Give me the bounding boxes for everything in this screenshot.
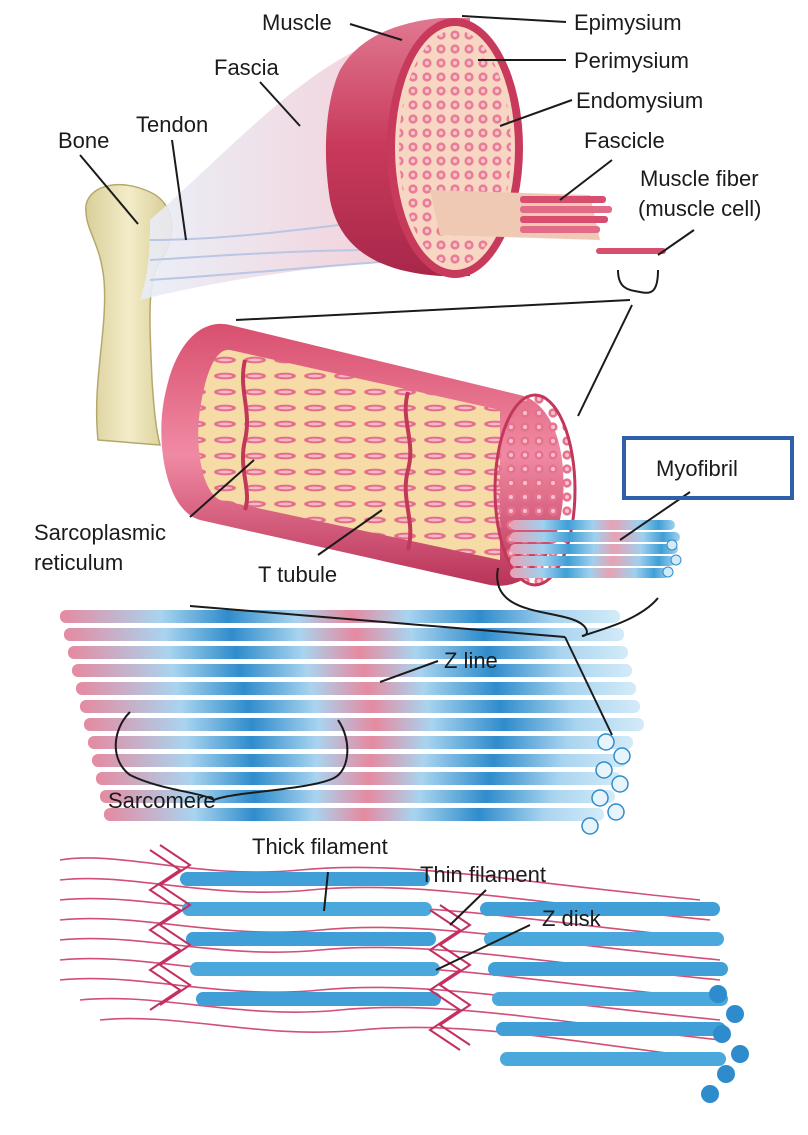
- myofibril-extension: [510, 520, 681, 578]
- label-sarcomere: Sarcomere: [108, 788, 216, 813]
- label-t-tubule: T tubule: [258, 562, 337, 587]
- thick-filaments: [180, 872, 728, 1066]
- label-endomysium: Endomysium: [576, 88, 703, 113]
- label-muscle-fiber-line1: Muscle fiber: [640, 166, 759, 191]
- label-sarcoplasmic-line1: Sarcoplasmic: [34, 520, 166, 545]
- label-muscle: Muscle: [262, 10, 332, 35]
- label-sarcoplasmic-line2: reticulum: [34, 550, 123, 575]
- label-z-disk: Z disk: [542, 906, 602, 931]
- label-thick-filament: Thick filament: [252, 834, 388, 859]
- label-fascia: Fascia: [214, 55, 280, 80]
- label-bone: Bone: [58, 128, 109, 153]
- label-muscle-fiber-line2: (muscle cell): [638, 196, 761, 221]
- label-perimysium: Perimysium: [574, 48, 689, 73]
- label-z-line: Z line: [444, 648, 498, 673]
- muscle-fiber-brace: [618, 270, 658, 293]
- filament-section: [60, 845, 749, 1103]
- label-fascicle: Fascicle: [584, 128, 665, 153]
- label-epimysium: Epimysium: [574, 10, 682, 35]
- label-myofibril: Myofibril: [656, 456, 738, 481]
- label-tendon: Tendon: [136, 112, 208, 137]
- label-thin-filament: Thin filament: [420, 862, 546, 887]
